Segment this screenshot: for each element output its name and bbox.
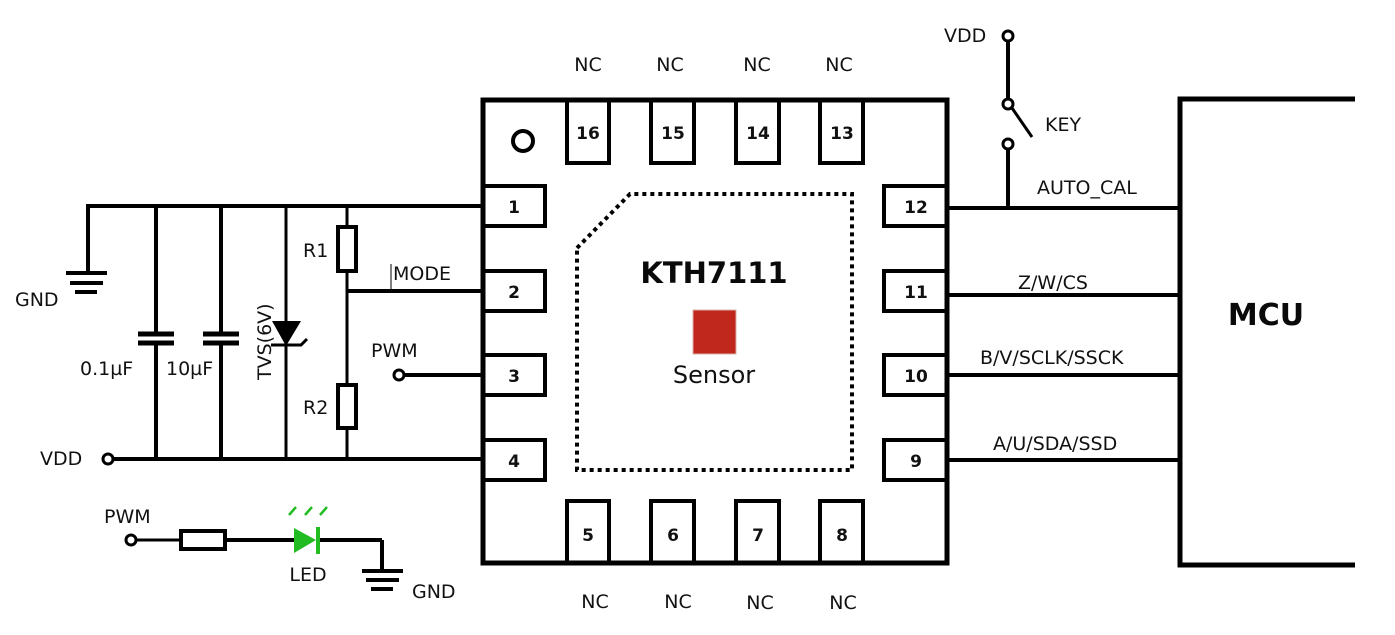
capacitor-icon (138, 331, 174, 346)
resistor-r1-icon (336, 225, 358, 273)
key-vdd-label: VDD (944, 25, 986, 47)
pin-number-10: 10 (904, 367, 928, 387)
tvs-label: TVS(6V) (254, 303, 276, 381)
pin-pad-5 (565, 499, 611, 565)
pwm-label: PWM (371, 340, 418, 362)
key-vdd-terminal-icon (1001, 29, 1015, 43)
pin-pad-13 (818, 98, 865, 165)
led-pwm-terminal-icon (124, 533, 138, 547)
pin-number-7: 7 (752, 526, 764, 546)
cap1-label: 0.1µF (80, 358, 133, 380)
left-circuit: GND VDD 0.1µF 10µF TVS(6V) R1 (15, 204, 483, 470)
mode-label: MODE (393, 263, 451, 285)
nc-label-6: NC (664, 591, 691, 613)
ground-icon (66, 271, 107, 294)
chip-outline (480, 97, 950, 566)
ground-icon (362, 569, 403, 591)
pin-pad-6 (649, 499, 696, 565)
top-pins: 16 15 14 13 (565, 98, 865, 165)
sensor-element (692, 309, 737, 355)
sensor-label: Sensor (673, 361, 755, 389)
pin-pad-11 (882, 269, 949, 313)
pin-number-5: 5 (582, 526, 594, 546)
nc-label-14: NC (743, 54, 770, 76)
key-label: KEY (1045, 114, 1081, 136)
nc-label-5: NC (581, 591, 608, 613)
nc-label-13: NC (825, 54, 852, 76)
led-resistor-icon (179, 529, 227, 551)
chip-package: KTH7111 Sensor 1 2 3 4 12 11 10 9 (480, 97, 950, 566)
pin-pad-8 (818, 499, 865, 565)
pin-number-6: 6 (667, 526, 679, 546)
pin-pad-16 (565, 98, 611, 165)
pin10-signal-label: B/V/SCLK/SSCK (980, 347, 1124, 369)
pin11-signal-label: Z/W/CS (1018, 272, 1088, 294)
pin-number-4: 4 (508, 452, 520, 472)
pin-number-1: 1 (508, 198, 520, 218)
nc-label-8: NC (829, 592, 856, 614)
pin-number-15: 15 (661, 124, 685, 144)
vdd-terminal-icon (101, 452, 115, 466)
pin-number-9: 9 (910, 452, 922, 472)
right-pins: 12 11 10 9 (882, 184, 949, 482)
mcu-label: MCU (1228, 298, 1304, 333)
right-circuit: VDD KEY AUTO_CAL Z/W/CS B/V/SCLK/SSCK A/… (944, 25, 1355, 568)
nc-label-15: NC (656, 54, 683, 76)
pin-pad-7 (734, 499, 781, 565)
pin1-marker-icon (511, 129, 535, 153)
led-icon (288, 506, 328, 554)
pin-pad-14 (734, 98, 781, 165)
pin-number-11: 11 (904, 283, 928, 303)
pin-number-8: 8 (836, 526, 848, 546)
nc-label-16: NC (574, 54, 601, 76)
auto-cal-label: AUTO_CAL (1037, 177, 1137, 199)
pin-number-12: 12 (904, 198, 928, 218)
r2-label: R2 (303, 397, 328, 419)
led-gnd-label: GND (412, 581, 456, 603)
bottom-pins: 5 6 7 8 (565, 499, 865, 565)
resistor-r2-icon (336, 383, 358, 430)
led-label: LED (289, 564, 326, 586)
sensor-area-outline (575, 192, 854, 472)
pwm-terminal-icon (392, 368, 406, 382)
led-pwm-label: PWM (104, 506, 151, 528)
mcu-block (1177, 96, 1355, 568)
left-pins: 1 2 3 4 (481, 184, 547, 482)
gnd-label: GND (15, 289, 59, 311)
nc-labels: NC NC NC NC NC NC NC NC (574, 54, 856, 614)
capacitor-icon (203, 331, 239, 346)
pin9-signal-label: A/U/SDA/SSD (993, 433, 1117, 455)
pin-number-13: 13 (830, 124, 854, 144)
vdd-label: VDD (40, 448, 82, 470)
pin-number-14: 14 (746, 124, 770, 144)
pin-number-3: 3 (508, 367, 520, 387)
switch-icon (1001, 97, 1034, 151)
tvs-diode-icon (271, 321, 309, 347)
pin-number-2: 2 (508, 283, 520, 303)
pin-number-16: 16 (576, 124, 600, 144)
led-circuit: PWM LED GND (104, 506, 456, 603)
cap2-label: 10µF (166, 358, 213, 380)
r1-label: R1 (303, 240, 328, 262)
pin-pad-15 (649, 98, 696, 165)
nc-label-7: NC (746, 592, 773, 614)
chip-name: KTH7111 (640, 256, 787, 290)
